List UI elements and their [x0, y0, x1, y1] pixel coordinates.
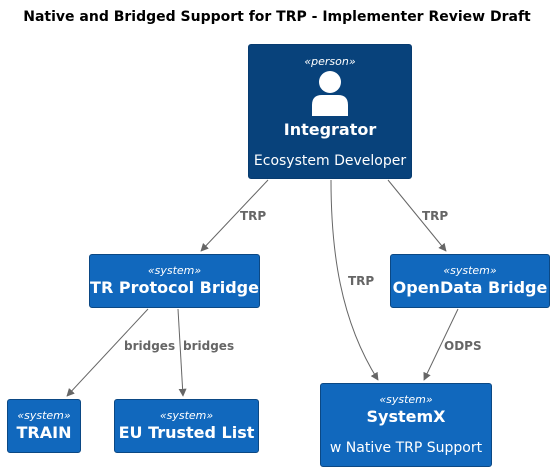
edge-label-tr-train: bridges [124, 339, 176, 353]
edge-integrator-tr-bridge [200, 179, 269, 252]
edge-integrator-systemx [330, 179, 379, 381]
edge-opendata-systemx [423, 308, 459, 381]
node-opendata-bridge[interactable]: «system» OpenData Bridge [390, 254, 550, 308]
node-stereotype: «system» [17, 409, 71, 422]
edge-label-opendata-systemx: ODPS [444, 339, 482, 353]
edge-tr-eu [177, 308, 187, 397]
node-stereotype: «system» [443, 264, 497, 277]
edge-tr-train [66, 308, 149, 397]
node-name: TR Protocol Bridge [90, 278, 259, 297]
edge-label-integrator-tr: TRP [240, 209, 267, 223]
node-name: TRAIN [16, 423, 72, 442]
node-stereotype: «system» [379, 393, 433, 406]
node-eu-trusted-list[interactable]: «system» EU Trusted List [114, 399, 259, 453]
edge-integrator-opendata [387, 179, 447, 252]
node-name: OpenData Bridge [392, 278, 548, 297]
node-name: Integrator [283, 120, 377, 139]
node-description: Ecosystem Developer [253, 153, 407, 169]
node-stereotype: «system» [147, 264, 202, 277]
node-tr-protocol-bridge[interactable]: «system» TR Protocol Bridge [89, 254, 260, 308]
node-name: SystemX [366, 407, 446, 426]
diagram-title: Native and Bridged Support for TRP - Imp… [23, 9, 531, 25]
edge-label-integrator-opendata: TRP [422, 209, 449, 223]
edge-label-tr-eu: bridges [183, 339, 235, 353]
node-stereotype: «system» [159, 409, 214, 422]
node-integrator[interactable]: «person» Integrator Ecosystem Developer [248, 44, 412, 179]
node-systemx[interactable]: «system» SystemX w Native TRP Support [320, 383, 492, 467]
person-icon [249, 70, 411, 116]
node-name: EU Trusted List [118, 423, 255, 442]
node-train[interactable]: «system» TRAIN [7, 399, 81, 453]
node-stereotype: «person» [304, 55, 356, 68]
node-description: w Native TRP Support [329, 440, 483, 456]
edge-label-integrator-systemx: TRP [348, 274, 375, 288]
